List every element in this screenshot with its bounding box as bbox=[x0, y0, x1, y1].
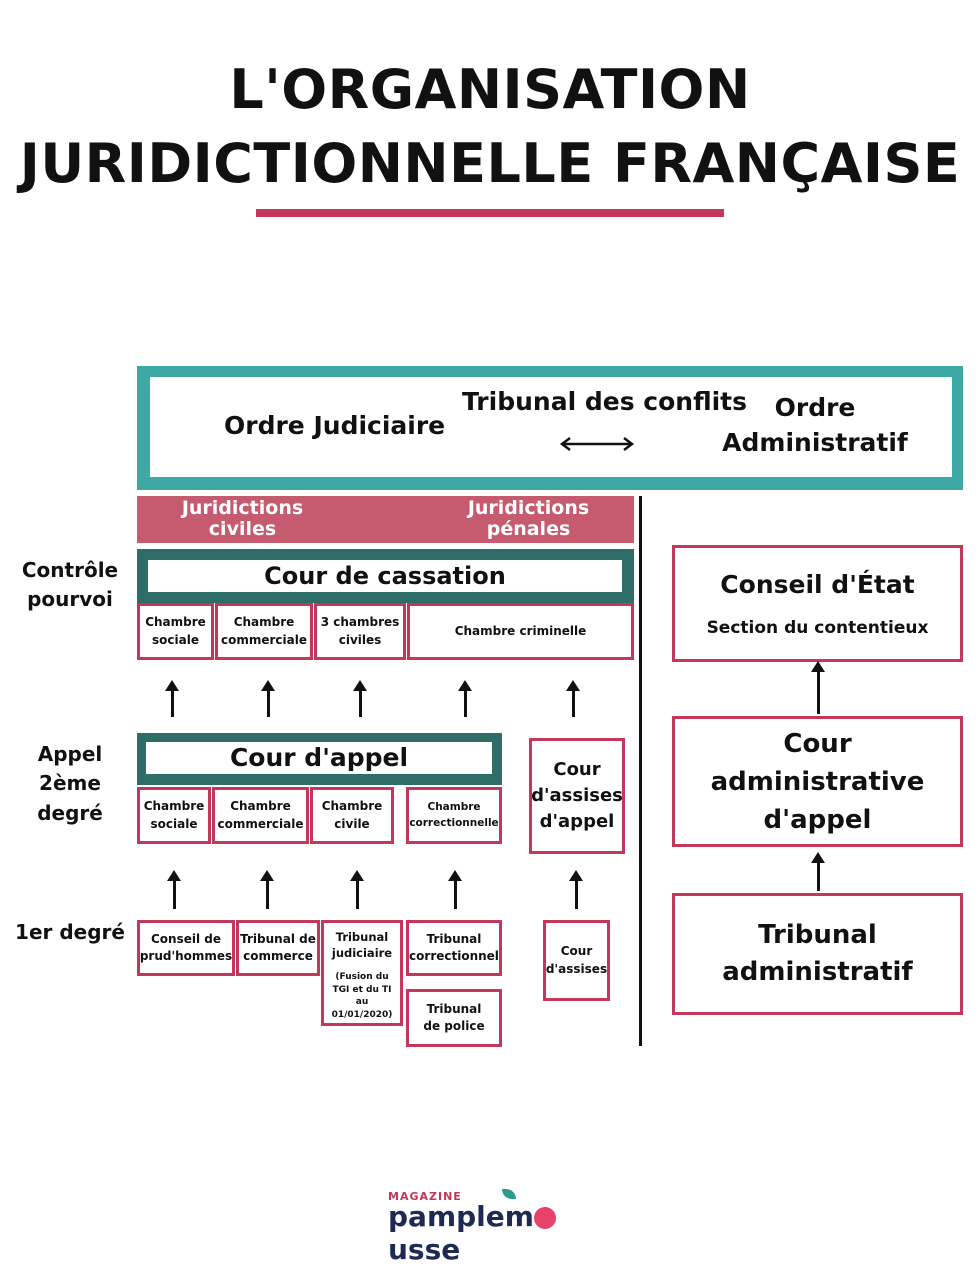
level-appel-line2: 2ème degré bbox=[37, 771, 103, 825]
chambre-label: sociale bbox=[150, 816, 198, 831]
chambre-sociale-cassation: Chambre sociale bbox=[137, 603, 214, 660]
arrow-up-icon bbox=[811, 852, 825, 891]
level-controle-line2: pourvoi bbox=[27, 587, 113, 611]
ordre-divider bbox=[639, 496, 642, 1046]
arrow-up-icon bbox=[350, 870, 364, 909]
logo-text-a: pamplem bbox=[388, 1200, 534, 1233]
juridictions-penales-line1: Juridictions bbox=[467, 497, 590, 519]
chambre-civile-appel: Chambre civile bbox=[310, 787, 394, 844]
box-label: Conseil de bbox=[150, 931, 221, 946]
level-controle-line1: Contrôle bbox=[21, 558, 119, 582]
conseil-etat-title: Conseil d'État bbox=[720, 569, 915, 599]
tribunal-correctionnel: Tribunal correctionnel bbox=[406, 920, 502, 976]
title-underline bbox=[256, 209, 724, 217]
box-label: commerce bbox=[243, 949, 313, 963]
ordre-administratif-line2: Administratif bbox=[722, 428, 908, 457]
chambre-label: civiles bbox=[338, 632, 382, 647]
assises-appel-line2: d'assises bbox=[531, 784, 623, 806]
chambre-label: Chambre criminelle bbox=[454, 623, 587, 638]
juridictions-civiles-line1: Juridictions bbox=[181, 497, 304, 519]
chambre-label: sociale bbox=[152, 632, 199, 647]
box-label: judiciaire bbox=[331, 946, 393, 961]
chambre-correctionnelle-appel: Chambre correctionnelle bbox=[406, 787, 502, 844]
caa-line1: Cour administrative bbox=[710, 728, 925, 797]
arrow-up-icon bbox=[167, 870, 181, 909]
tribunal-judiciaire: Tribunal judiciaire (Fusion du TGI et du… bbox=[321, 920, 403, 1026]
chambre-label: Chambre bbox=[230, 799, 291, 814]
logo-magazine-label: MAGAZINE bbox=[388, 1190, 462, 1203]
arrow-up-icon bbox=[569, 870, 583, 909]
cour-administrative-appel: Cour administrative d'appel bbox=[672, 716, 963, 847]
chambre-label: correctionnelle bbox=[409, 816, 499, 829]
cour-appel-title: Cour d'appel bbox=[146, 742, 492, 774]
chambre-label: 3 chambres bbox=[320, 615, 400, 630]
chambre-label: Chambre bbox=[233, 615, 295, 630]
chambre-commerciale-appel: Chambre commerciale bbox=[212, 787, 309, 844]
chambre-label: civile bbox=[334, 816, 370, 831]
cour-assises: Cour d'assises bbox=[543, 920, 610, 1001]
cour-cassation-title: Cour de cassation bbox=[148, 560, 622, 592]
chambre-label: Chambre bbox=[427, 801, 481, 814]
fusion-note: au 01/01/2020) bbox=[331, 997, 393, 1020]
box-label: Tribunal de bbox=[240, 931, 316, 946]
page-title-line1: L'ORGANISATION bbox=[229, 58, 751, 121]
box-label: prud'hommes bbox=[139, 949, 233, 963]
assises-appel-line3: d'appel bbox=[539, 811, 615, 833]
conseil-etat: Conseil d'État Section du contentieux bbox=[672, 545, 963, 662]
page-title-line2: JURIDICTIONNELLE FRANÇAISE bbox=[19, 132, 961, 195]
tribunal-conflits-label: Tribunal des conflits bbox=[462, 387, 747, 416]
tribunal-commerce: Tribunal de commerce bbox=[236, 920, 320, 976]
leaf-icon bbox=[502, 1189, 516, 1199]
ordre-judiciaire-label: Ordre Judiciaire bbox=[224, 411, 446, 440]
arrow-up-icon bbox=[811, 661, 825, 714]
double-arrow-icon bbox=[559, 437, 635, 451]
cour-assises-appel: Cour d'assises d'appel bbox=[529, 738, 625, 854]
juridictions-civiles-line2: civiles bbox=[208, 518, 277, 540]
box-label: correctionnel bbox=[409, 949, 499, 963]
juridictions-penales-line2: pénales bbox=[486, 518, 571, 540]
box-label: de police bbox=[423, 1019, 485, 1033]
conseil-prudhommes: Conseil de prud'hommes bbox=[137, 920, 235, 976]
arrow-up-icon bbox=[353, 680, 367, 717]
ta-line2: administratif bbox=[722, 957, 913, 987]
arrow-up-icon bbox=[458, 680, 472, 717]
arrow-up-icon bbox=[260, 870, 274, 909]
arrow-up-icon bbox=[165, 680, 179, 717]
chambre-label: commerciale bbox=[221, 632, 307, 647]
arrow-up-icon bbox=[566, 680, 580, 717]
chambre-label: commerciale bbox=[217, 816, 304, 831]
caa-line2: d'appel bbox=[763, 804, 872, 835]
tribunal-police: Tribunal de police bbox=[406, 989, 502, 1047]
assises-appel-line1: Cour bbox=[553, 758, 601, 780]
chambres-civiles-cassation: 3 chambres civiles bbox=[314, 603, 406, 660]
ordre-administratif-line1: Ordre bbox=[774, 393, 856, 422]
box-label: Tribunal bbox=[426, 931, 482, 946]
tribunal-conflits-inner bbox=[150, 377, 952, 477]
level-appel-line1: Appel bbox=[37, 742, 103, 766]
box-label: Tribunal bbox=[426, 1001, 482, 1016]
ta-line1: Tribunal bbox=[758, 920, 877, 950]
chambre-sociale-appel: Chambre sociale bbox=[137, 787, 211, 844]
box-label: Cour bbox=[560, 944, 593, 959]
level-premier-degre: 1er degré bbox=[15, 920, 125, 944]
section-contentieux: Section du contentieux bbox=[706, 617, 929, 638]
pamplemousse-logo: pamplemusse bbox=[388, 1200, 598, 1266]
chambre-criminelle-cassation: Chambre criminelle bbox=[407, 603, 634, 660]
logo-text-b: usse bbox=[388, 1233, 461, 1266]
chambre-label: Chambre bbox=[145, 615, 206, 630]
box-label: Tribunal bbox=[335, 930, 389, 944]
fusion-note: TGI et du TI bbox=[332, 984, 392, 995]
fusion-note: (Fusion du bbox=[335, 972, 389, 983]
arrow-up-icon bbox=[448, 870, 462, 909]
chambre-commerciale-cassation: Chambre commerciale bbox=[215, 603, 313, 660]
juridictions-band bbox=[137, 496, 634, 543]
arrow-up-icon bbox=[261, 680, 275, 717]
grapefruit-icon bbox=[533, 1207, 556, 1229]
box-label: d'assises bbox=[545, 961, 608, 976]
chambre-label: Chambre bbox=[321, 799, 383, 814]
tribunal-administratif: Tribunal administratif bbox=[672, 893, 963, 1015]
chambre-label: Chambre bbox=[143, 799, 205, 814]
